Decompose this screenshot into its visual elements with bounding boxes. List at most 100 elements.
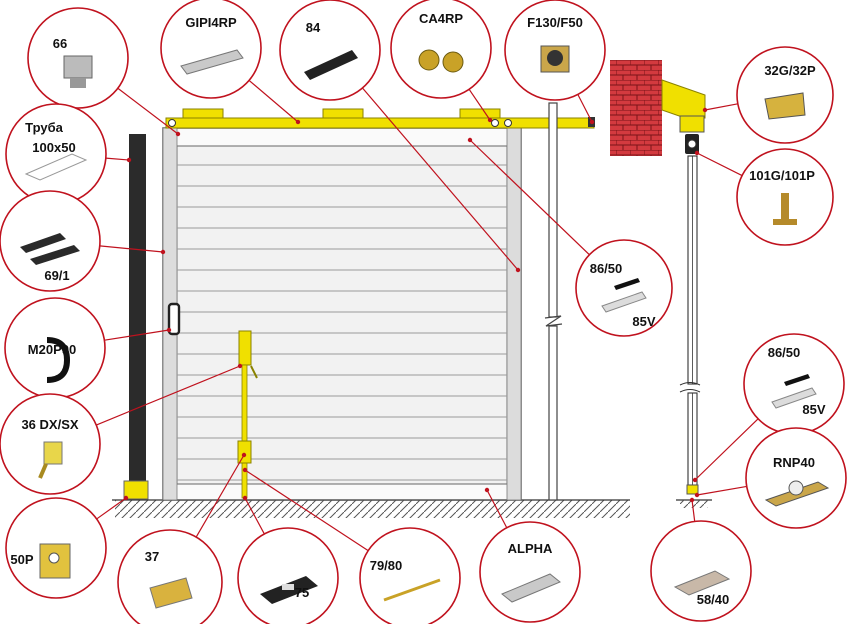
connector-line xyxy=(691,499,696,522)
side-pillar xyxy=(544,102,563,501)
connector-dot xyxy=(689,497,695,503)
callout-label: 69/1 xyxy=(44,268,69,283)
callout-circle xyxy=(736,46,834,144)
galvanized-rail-icon xyxy=(180,49,244,75)
seal-profile-icon xyxy=(771,374,817,409)
callout-c101g: 101G/101P xyxy=(736,148,834,246)
connector-line xyxy=(104,329,170,341)
callout-circle xyxy=(279,0,381,101)
carriage-2 xyxy=(322,108,364,119)
callout-label: RNP40 xyxy=(773,455,815,470)
catch-bracket-icon xyxy=(39,543,71,579)
callout-sublabel: 100x50 xyxy=(32,140,75,155)
callout-label: 36 DX/SX xyxy=(21,417,78,432)
connector-line xyxy=(117,87,179,135)
connector-dot xyxy=(175,131,181,137)
callout-cgipi: GIPI4RP xyxy=(160,0,262,99)
callout-label: ALPHA xyxy=(508,541,553,556)
guide-rail xyxy=(165,117,595,129)
callout-label: 84 xyxy=(306,20,321,35)
brick-wall xyxy=(610,60,662,156)
bolt-lower-holder xyxy=(237,440,252,464)
head-roller xyxy=(687,139,697,149)
roller-wheel xyxy=(168,119,176,127)
connector-line xyxy=(704,103,738,111)
connector-dot xyxy=(160,249,166,255)
callout-label: CA4RP xyxy=(419,11,463,26)
callout-ctube: Труба 100x50 xyxy=(5,103,107,205)
connector-dot xyxy=(702,107,708,113)
callout-label: 86/50 xyxy=(768,345,801,360)
connector-line xyxy=(486,489,508,528)
connector-line xyxy=(248,79,299,123)
callout-label: 50P xyxy=(10,552,33,567)
guide-roller-icon xyxy=(773,193,797,225)
callout-label: GIPI4RP xyxy=(185,15,237,30)
callout-crnp: RNP40 xyxy=(745,427,847,529)
connector-dot xyxy=(487,117,493,123)
connector-line xyxy=(99,245,164,253)
connector-line xyxy=(696,485,747,496)
connector-dot xyxy=(694,150,700,156)
steel-tube-icon xyxy=(24,153,88,181)
callout-c32g: 32G/32P xyxy=(736,46,834,144)
bolt-latch xyxy=(250,365,258,379)
callout-label: 32G/32P xyxy=(764,63,816,78)
callout-label: 66 xyxy=(53,36,67,51)
rubber-seal-icon xyxy=(304,50,358,80)
wall-bracket xyxy=(661,79,706,119)
callout-circle xyxy=(479,521,581,623)
callout-c36: 36 DX/SX xyxy=(0,393,101,495)
bolt-rod-icon xyxy=(383,578,441,602)
connector-line xyxy=(694,418,759,481)
callout-c75: 75 xyxy=(237,527,339,624)
callout-circle xyxy=(117,529,223,624)
connector-dot xyxy=(126,157,132,163)
connector-dot xyxy=(484,487,490,493)
connector-line xyxy=(362,87,519,271)
roller-bracket-icon xyxy=(63,55,93,88)
ground-hatch xyxy=(115,500,630,518)
connector-line xyxy=(244,497,265,535)
callout-c691: 69/1 xyxy=(0,190,101,292)
callout-label: 86/50 xyxy=(590,261,623,276)
handle-icon xyxy=(46,337,71,383)
bolt-holder-icon xyxy=(149,577,193,609)
callout-cf130: F130/F50 xyxy=(504,0,606,101)
latch-icon xyxy=(38,441,63,479)
callout-c37: 37 xyxy=(117,529,223,624)
gate-handle xyxy=(167,302,181,336)
connector-line xyxy=(195,454,245,538)
gate-drawing xyxy=(112,60,712,518)
connector-dot xyxy=(242,467,248,473)
bolt-top-holder xyxy=(238,330,252,366)
roller-wheel xyxy=(504,119,512,127)
callout-c50p: 50P xyxy=(5,497,107,599)
bolt-rod xyxy=(241,364,248,499)
carriage-3 xyxy=(459,108,501,119)
carriage-1 xyxy=(182,108,224,119)
callout-circle xyxy=(237,527,339,624)
side-profile xyxy=(676,155,712,508)
callout-label: M20P90 xyxy=(28,342,76,357)
roller-head xyxy=(679,115,705,133)
connector-line xyxy=(696,152,743,177)
channel-icon xyxy=(673,570,731,596)
connector-line xyxy=(469,139,590,256)
floor-plate-icon xyxy=(260,576,318,604)
callout-label: 79/80 xyxy=(370,558,403,573)
callout-label: 75 xyxy=(295,585,309,600)
callout-circle xyxy=(745,427,847,529)
connector-dot xyxy=(692,477,698,483)
callout-cca4rp: CA4RP xyxy=(390,0,492,99)
frame-right-stile xyxy=(506,127,522,501)
post-foot-bracket xyxy=(123,480,149,500)
callout-label: 58/40 xyxy=(697,592,730,607)
callout-label: Труба xyxy=(25,120,63,135)
callout-c84: 84 xyxy=(279,0,381,101)
end-stop-bracket-icon xyxy=(540,45,570,73)
callout-circle xyxy=(359,527,461,624)
